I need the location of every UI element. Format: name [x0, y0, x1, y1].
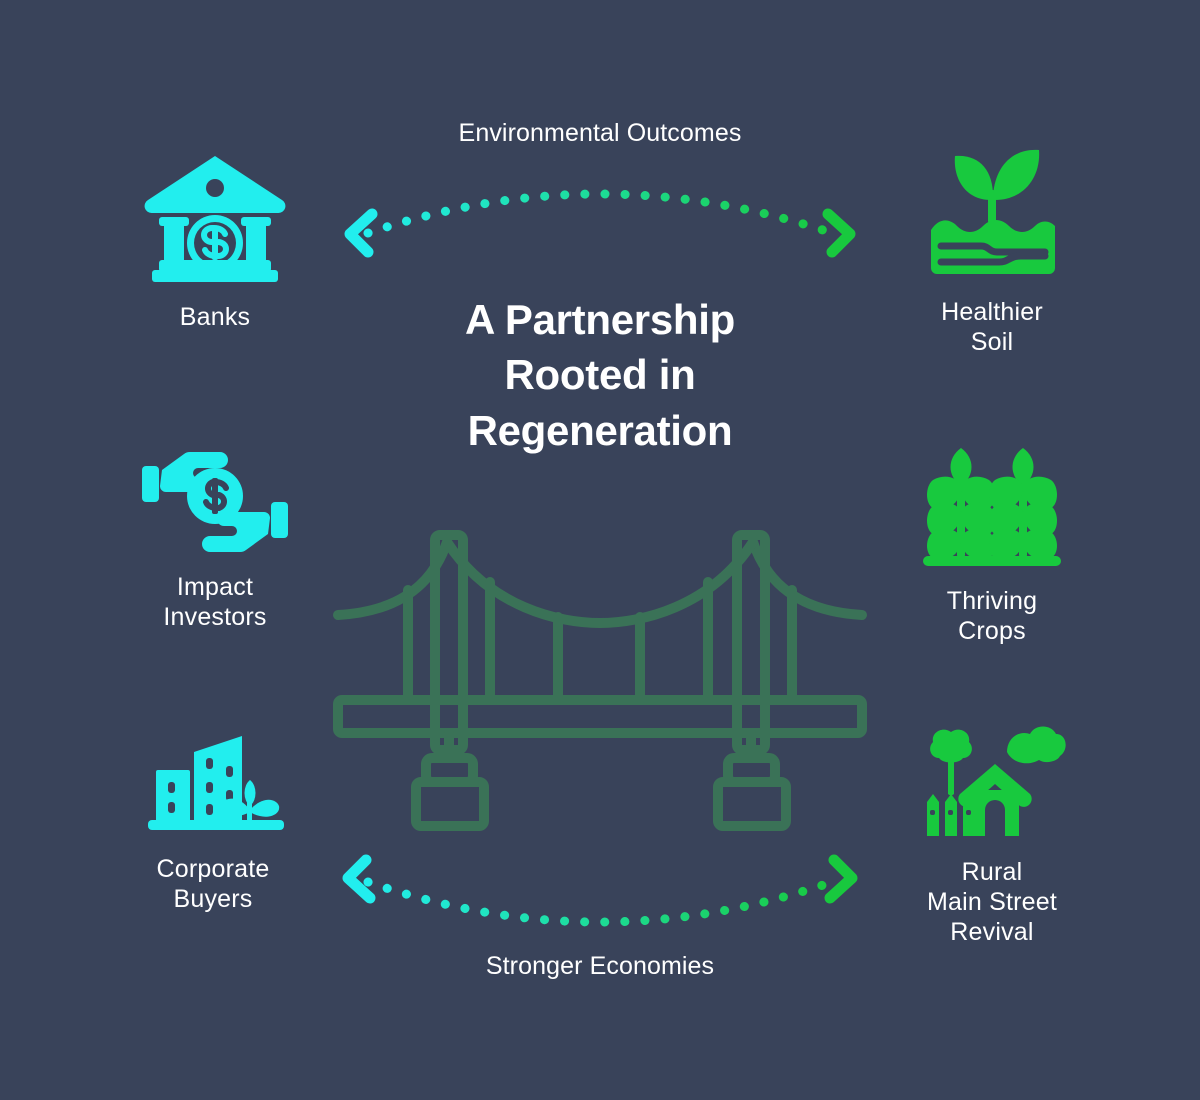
- node-banks-label: Banks: [179, 303, 251, 331]
- rural-house-tree-icon-wrap: [917, 718, 1067, 843]
- arc-bottom-right-arrowhead-icon: [824, 854, 858, 904]
- office-buildings-plant-icon: [148, 736, 284, 830]
- bridge-tower-left: [430, 530, 468, 755]
- node-healthier-soil-label: Healthier Soil: [941, 298, 1043, 356]
- node-impact-investors[interactable]: Impact Investors: [100, 448, 330, 632]
- bank-icon: [144, 156, 286, 282]
- hands-holding-money-icon-wrap: [140, 448, 290, 558]
- rural-house-tree-icon: [927, 726, 1066, 836]
- bridge-deck: [333, 695, 867, 738]
- bridge-pier-base-left: [411, 777, 489, 831]
- office-buildings-plant-icon-wrap: [138, 730, 288, 840]
- node-corporate-buyers-label: Corporate Buyers: [156, 855, 270, 913]
- suspension-bridge-icon: [333, 530, 867, 831]
- arc-bottom-left-arrowhead-icon: [342, 854, 376, 904]
- node-rural-revival[interactable]: Rural Main Street Revival: [877, 718, 1107, 947]
- crops-icon-wrap: [917, 442, 1067, 572]
- bridge-illustration: [330, 520, 870, 840]
- arc-caption-environmental-outcomes: Environmental Outcomes: [458, 119, 742, 147]
- page-title: A Partnership Rooted in Regeneration: [465, 296, 735, 454]
- node-thriving-crops[interactable]: Thriving Crops: [877, 442, 1107, 646]
- arc-top-left-arrowhead-icon: [344, 208, 378, 258]
- soil-sprout-icon: [931, 149, 1055, 274]
- node-corporate-buyers[interactable]: Corporate Buyers: [98, 730, 328, 914]
- hands-holding-money-icon: [142, 451, 288, 553]
- arc-caption-stronger-economies: Stronger Economies: [485, 952, 715, 980]
- node-thriving-crops-label: Thriving Crops: [946, 587, 1038, 645]
- bridge-pier-base-right: [713, 777, 791, 831]
- node-impact-investors-label: Impact Investors: [163, 573, 267, 631]
- soil-sprout-icon-wrap: [917, 138, 1067, 283]
- node-healthier-soil[interactable]: Healthier Soil: [877, 138, 1107, 357]
- arc-top-group: [344, 189, 856, 258]
- bridge-tower-right: [732, 530, 770, 755]
- bank-icon-wrap: [140, 148, 290, 288]
- arc-bottom-group: [342, 854, 858, 927]
- arc-bottom-dotted-path: [363, 877, 837, 927]
- node-rural-revival-label: Rural Main Street Revival: [926, 858, 1058, 946]
- arc-top-dotted-path: [363, 189, 837, 238]
- node-banks[interactable]: Banks: [100, 148, 330, 332]
- arc-top-right-arrowhead-icon: [822, 208, 856, 258]
- crops-icon: [923, 448, 1061, 566]
